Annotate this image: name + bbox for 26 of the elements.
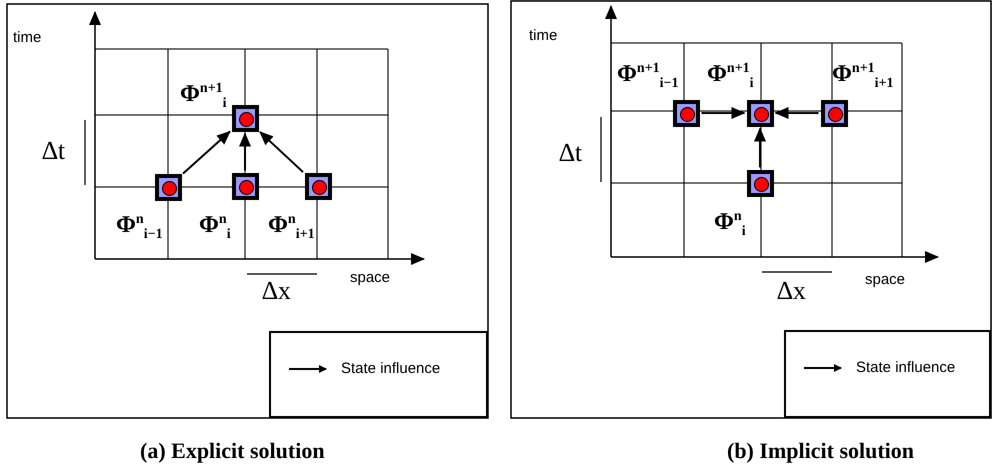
arrow xyxy=(774,107,818,119)
axis-label: time xyxy=(529,28,558,43)
axis-label: space xyxy=(865,272,906,287)
grid-point-marker xyxy=(672,100,700,126)
arrow xyxy=(239,132,251,170)
dimension-label: ∆t xyxy=(559,140,582,166)
dimension-label: ∆x xyxy=(262,278,291,304)
arrow xyxy=(259,131,304,173)
axis-label: time xyxy=(13,30,42,45)
grid-point-marker xyxy=(746,170,774,196)
caption: (b) Implicit solution xyxy=(727,440,914,462)
grid-point-marker xyxy=(820,100,848,126)
legend-text: State influence xyxy=(341,361,440,376)
arrow xyxy=(754,128,766,168)
arrow xyxy=(702,107,746,119)
grid-point-marker xyxy=(232,172,258,200)
dimension-label: ∆x xyxy=(777,278,806,304)
caption: (a) Explicit solution xyxy=(140,440,325,462)
dimension-label: ∆t xyxy=(42,138,66,164)
grid-point-marker xyxy=(154,174,182,200)
arrow xyxy=(182,130,231,174)
grid-point-marker xyxy=(746,100,774,126)
grid-point-marker xyxy=(304,172,332,200)
legend-text: State influence xyxy=(856,360,956,375)
axis-label: space xyxy=(350,270,390,285)
grid-point-marker xyxy=(232,104,258,132)
